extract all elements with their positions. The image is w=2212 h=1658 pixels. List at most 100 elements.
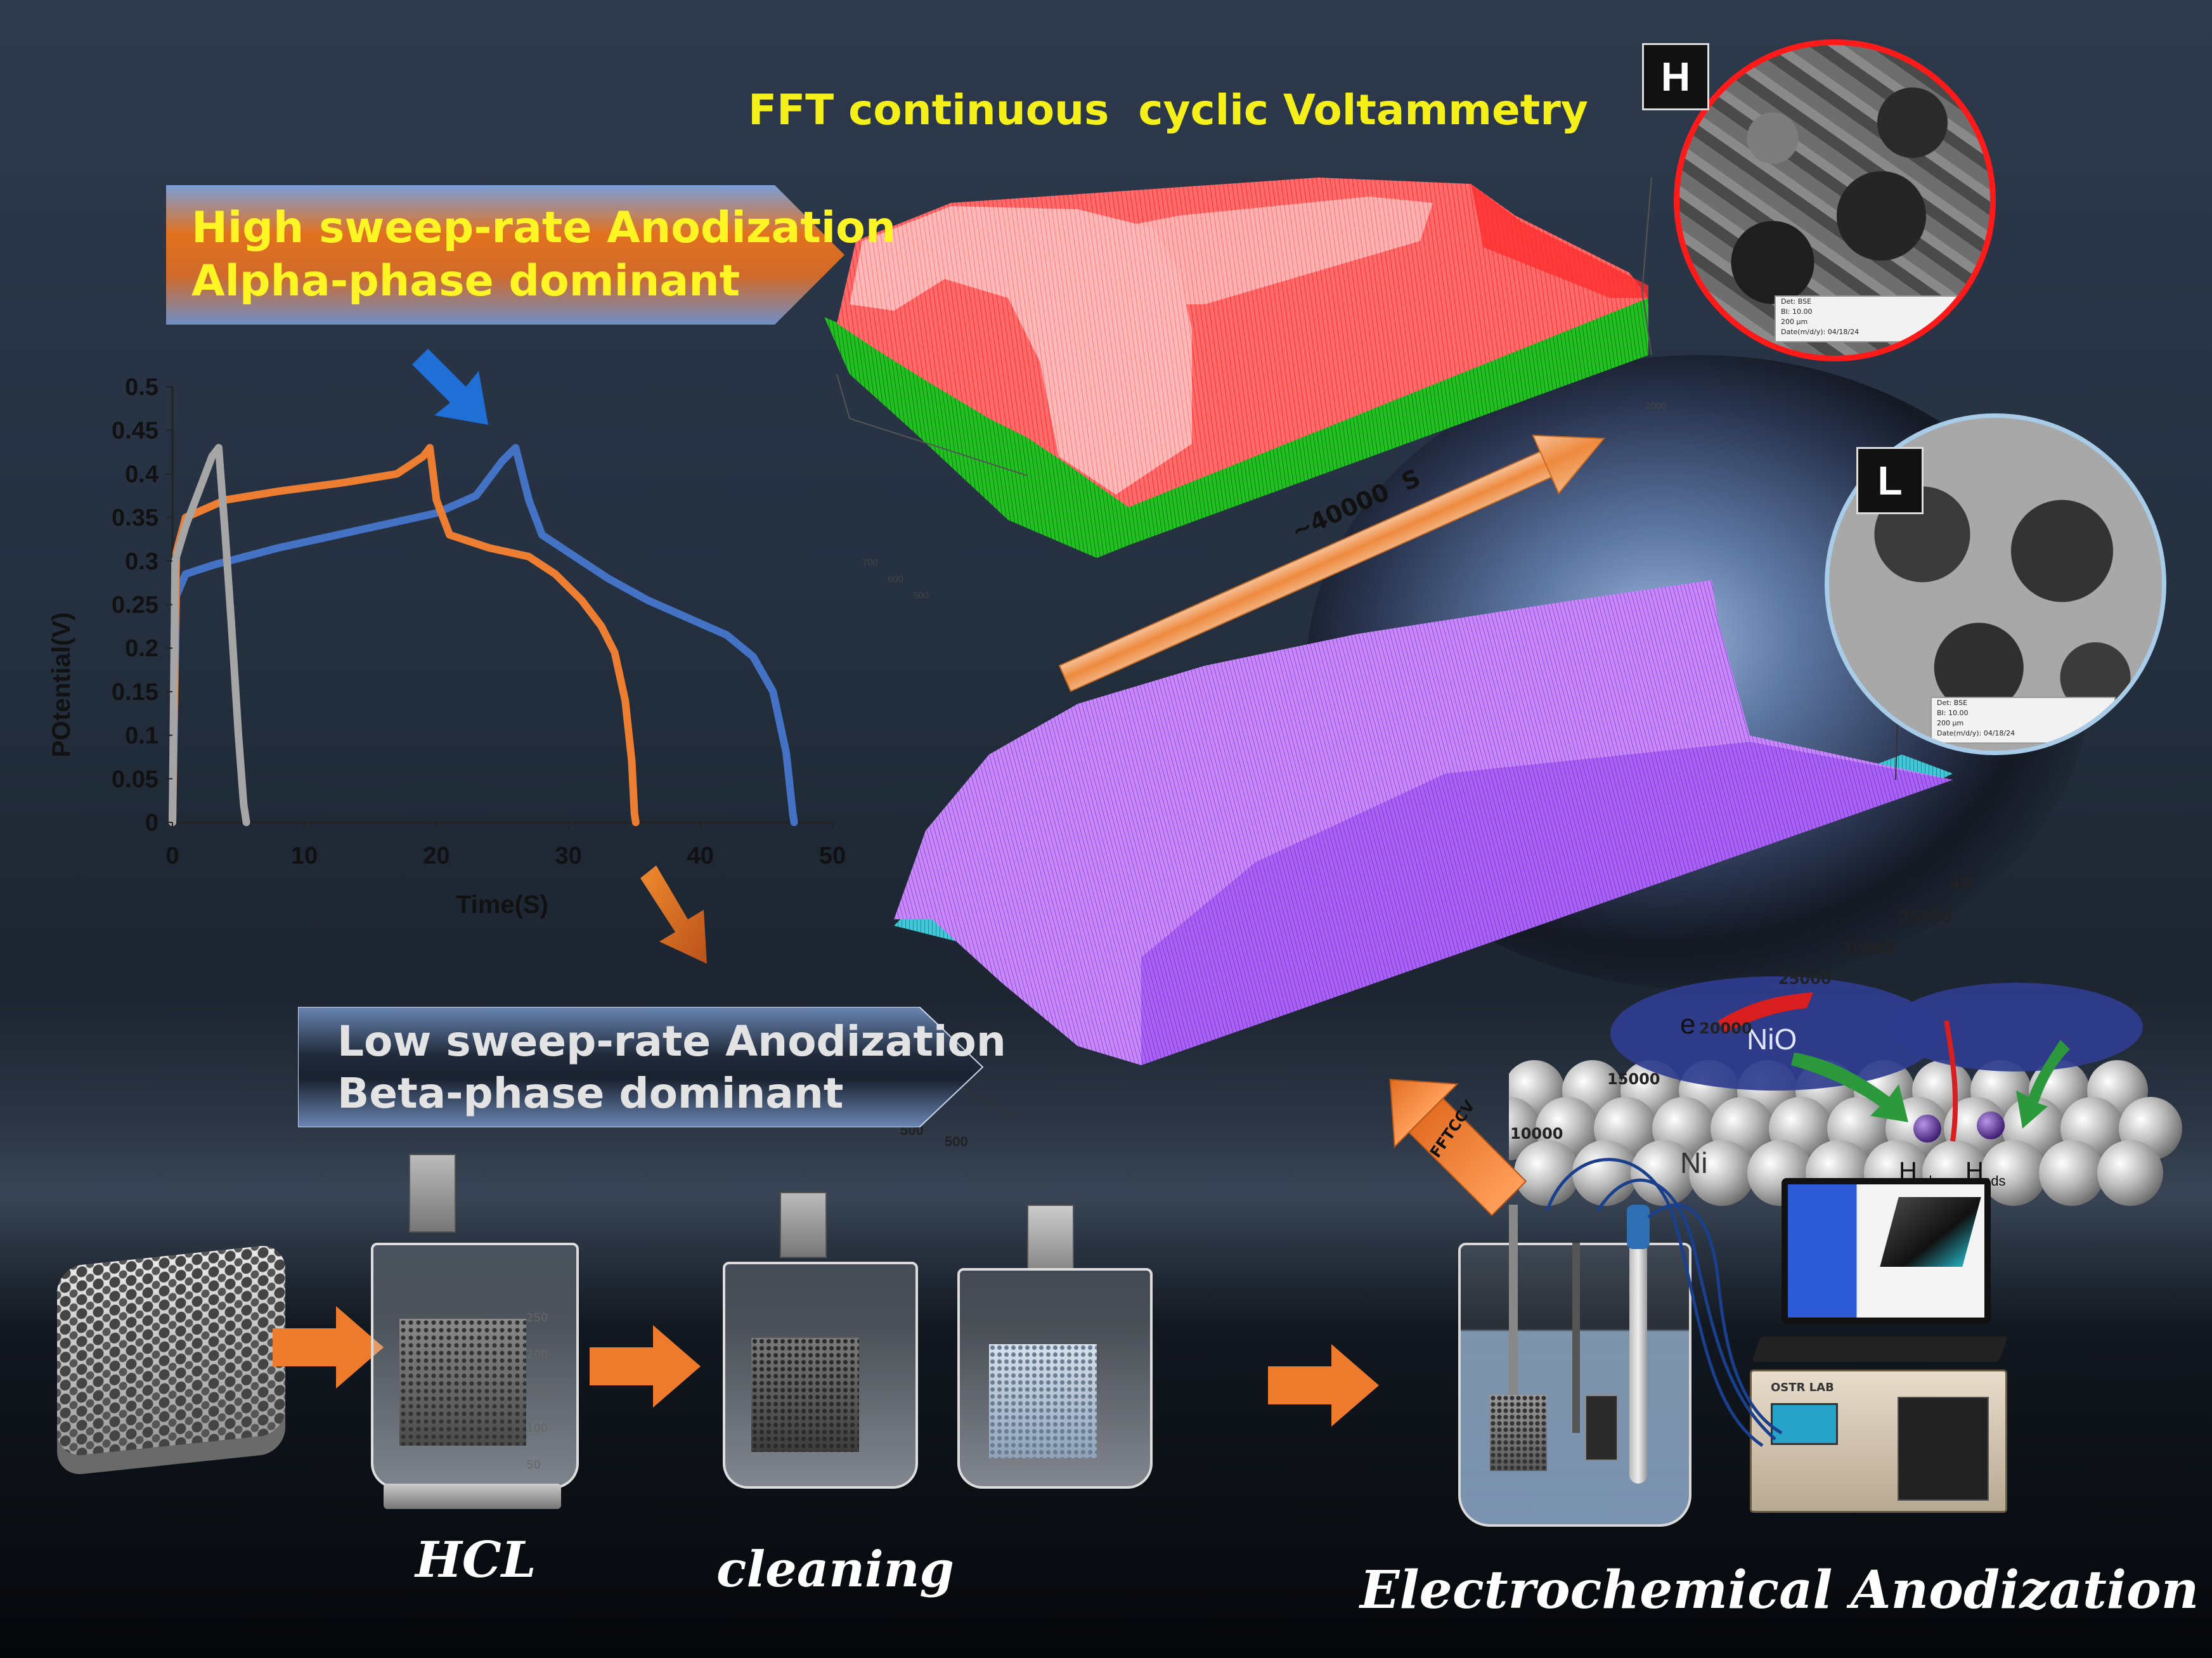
sem-high-bi: BI: 10.00 [1781, 308, 1813, 316]
surface-axis-tick-3: 20000 [1699, 1020, 1752, 1037]
ni-atom [1689, 1140, 1755, 1206]
chart-xtick-label: 30 [555, 843, 581, 869]
surface-axis-tick-4: 25000 [1778, 970, 1832, 988]
sem-low-scale: 200 µm [1937, 719, 1964, 727]
nio-label: NiO [1747, 1023, 1797, 1056]
sem-low-infobar: Det: BSE BI: 10.00 200 µm Date(m/d/y): 0… [1931, 697, 2116, 744]
red-curl-arrow [1944, 1020, 1958, 1142]
figure-title: FFT continuous cyclic Voltammetry [748, 86, 1588, 134]
ni-label: Ni [1680, 1146, 1707, 1179]
sem-image-low: Det: BSE BI: 10.00 200 µm Date(m/d/y): 0… [1825, 413, 2166, 755]
orange-down-arrow [640, 865, 707, 964]
nio-layer-right [1889, 983, 2143, 1072]
beaker-hcl-scale-50: 50 [526, 1458, 541, 1472]
chart-ylabel: POtential(V) [48, 612, 75, 758]
chart-xticks: 0 10 20 30 40 50 [165, 822, 846, 869]
sem-high-date: Date(m/d/y): 04/18/24 [1781, 328, 1860, 336]
beaker-hcl-scale-100: 100 [526, 1422, 548, 1435]
banner-low-line2: Beta-phase dominant [337, 1069, 844, 1118]
green-arrow-right [2016, 1040, 2070, 1129]
chart-yticks: 0 0.05 0.1 0.15 0.2 0.25 0.3 0.35 0.4 0.45 0.5 [112, 374, 172, 836]
banner-high-shape [166, 185, 844, 325]
surface-axis-tick-2: 15000 [1607, 1070, 1660, 1088]
process-arrow-1 [273, 1306, 384, 1389]
banner-high-line1: High sweep-rate Anodization [191, 203, 896, 253]
chart-ytick-label: 0.1 [125, 723, 158, 749]
process-arrow-3 [1268, 1344, 1379, 1427]
ni-atom [1631, 1140, 1697, 1206]
chart-xtick-label: 0 [165, 843, 179, 869]
chart-series-line-1 [169, 444, 798, 826]
step-caption-hcl: HCL [415, 1531, 536, 1589]
ni-atom [1514, 1140, 1580, 1206]
chart-ytick-label: 0.4 [125, 461, 158, 488]
sem-high-infobar: Det: BSE BI: 10.00 200 µm Date(m/d/y): 0… [1775, 295, 1960, 342]
instrument-label: OSTR LAB [1771, 1381, 1834, 1394]
beaker-hcl-scale-200: 200 [526, 1348, 548, 1361]
chart-ytick-label: 0.5 [125, 374, 158, 401]
beaker-hcl-scale-150: 150 [526, 1385, 548, 1398]
nio-layer-left [1610, 976, 1940, 1091]
fftccv-arrow [1389, 1078, 1527, 1217]
chart-ytick-label: 0.35 [112, 505, 158, 531]
surface-high-tick-2: 600 [888, 574, 903, 585]
chart-axes [171, 387, 832, 824]
h-atom-2 [1977, 1111, 2005, 1139]
banner-low-line1: Low sweep-rate Anodization [337, 1017, 1006, 1066]
surface-axis-tick-6: 35000 [1899, 908, 1952, 926]
chart-ytick-label: 0.3 [125, 548, 158, 575]
surface-axis-tick-1: 10000 [1510, 1125, 1563, 1143]
sem-low-date: Date(m/d/y): 04/18/24 [1937, 729, 2015, 737]
chart-ytick-label: 0 [145, 810, 158, 836]
beaker-hcl-scale-250: 250 [526, 1311, 548, 1324]
chart-xtick-label: 20 [423, 843, 450, 869]
nickel-foam-sample [57, 1243, 285, 1458]
badge-low: L [1856, 447, 1924, 514]
banner-low-shape [298, 1007, 984, 1127]
chart-xtick-label: 50 [819, 843, 846, 869]
badge-high: H [1642, 43, 1709, 110]
potential-time-chart: 0 0.05 0.1 0.15 0.2 0.25 0.3 0.35 0.4 0.45 0.5 0 10… [48, 374, 846, 919]
chart-ytick-label: 0.45 [112, 418, 158, 444]
surface-high-tick-1: 700 [862, 557, 878, 568]
chart-series-line-2 [169, 444, 640, 826]
sem-low-bi: BI: 10.00 [1937, 709, 1969, 717]
beaker-cleaning-1 [723, 1192, 918, 1490]
chart-series-layer [169, 444, 798, 826]
chart-ytick-label: 0.15 [112, 679, 158, 706]
electron-label: e [1680, 1009, 1695, 1040]
chart-series-line-3 [169, 444, 250, 826]
surface-high-axes [836, 177, 1652, 476]
chart-ytick-label: 0.2 [125, 635, 158, 662]
electrochemical-cell [1458, 1205, 1693, 1534]
process-arrow-2 [590, 1325, 701, 1408]
surface-high-tick-3: 500 [913, 590, 929, 601]
step-caption-anodization: Electrochemical Anodization [1360, 1560, 2199, 1621]
ni-atom [2039, 1140, 2105, 1206]
computer-monitor [1782, 1178, 1991, 1324]
blue-arrow [412, 349, 488, 425]
chart-ytick-label: 0.05 [112, 766, 158, 793]
h-atom-1 [1913, 1115, 1941, 1143]
ni-atom [1981, 1140, 2047, 1206]
banner-high-line2: Alpha-phase dominant [191, 256, 741, 306]
electron-arrow [1718, 992, 1813, 1033]
chart-xlabel: Time(S) [456, 891, 548, 919]
surface-axis-tick-5: 30000 [1842, 940, 1895, 957]
beaker-hcl [371, 1154, 579, 1509]
beaker-cleaning-2 [957, 1205, 1153, 1490]
chart-xtick-label: 10 [291, 843, 318, 869]
chart-ytick-label: 0.25 [112, 592, 158, 619]
sem-high-scale: 200 µm [1781, 318, 1808, 326]
cables [1545, 1158, 1783, 1448]
time-arrow [1058, 434, 1605, 692]
surface-low-tick-2: 500 [945, 1134, 968, 1150]
potentiostat-instrument: OSTR LAB [1750, 1370, 2007, 1513]
sem-low-det: Det: BSE [1937, 699, 1968, 707]
sem-image-high: Det: BSE BI: 10.00 200 µm Date(m/d/y): 0… [1674, 39, 1996, 361]
beaker-hcl-scale: 250 200 150 100 50 [526, 1300, 548, 1484]
fftccv-surface-low: 500 500 [894, 564, 1953, 1154]
surface-high-tick-4: 2000 [1645, 401, 1666, 411]
surface-peak-back [989, 197, 1433, 304]
chart-xtick-label: 40 [687, 843, 714, 869]
